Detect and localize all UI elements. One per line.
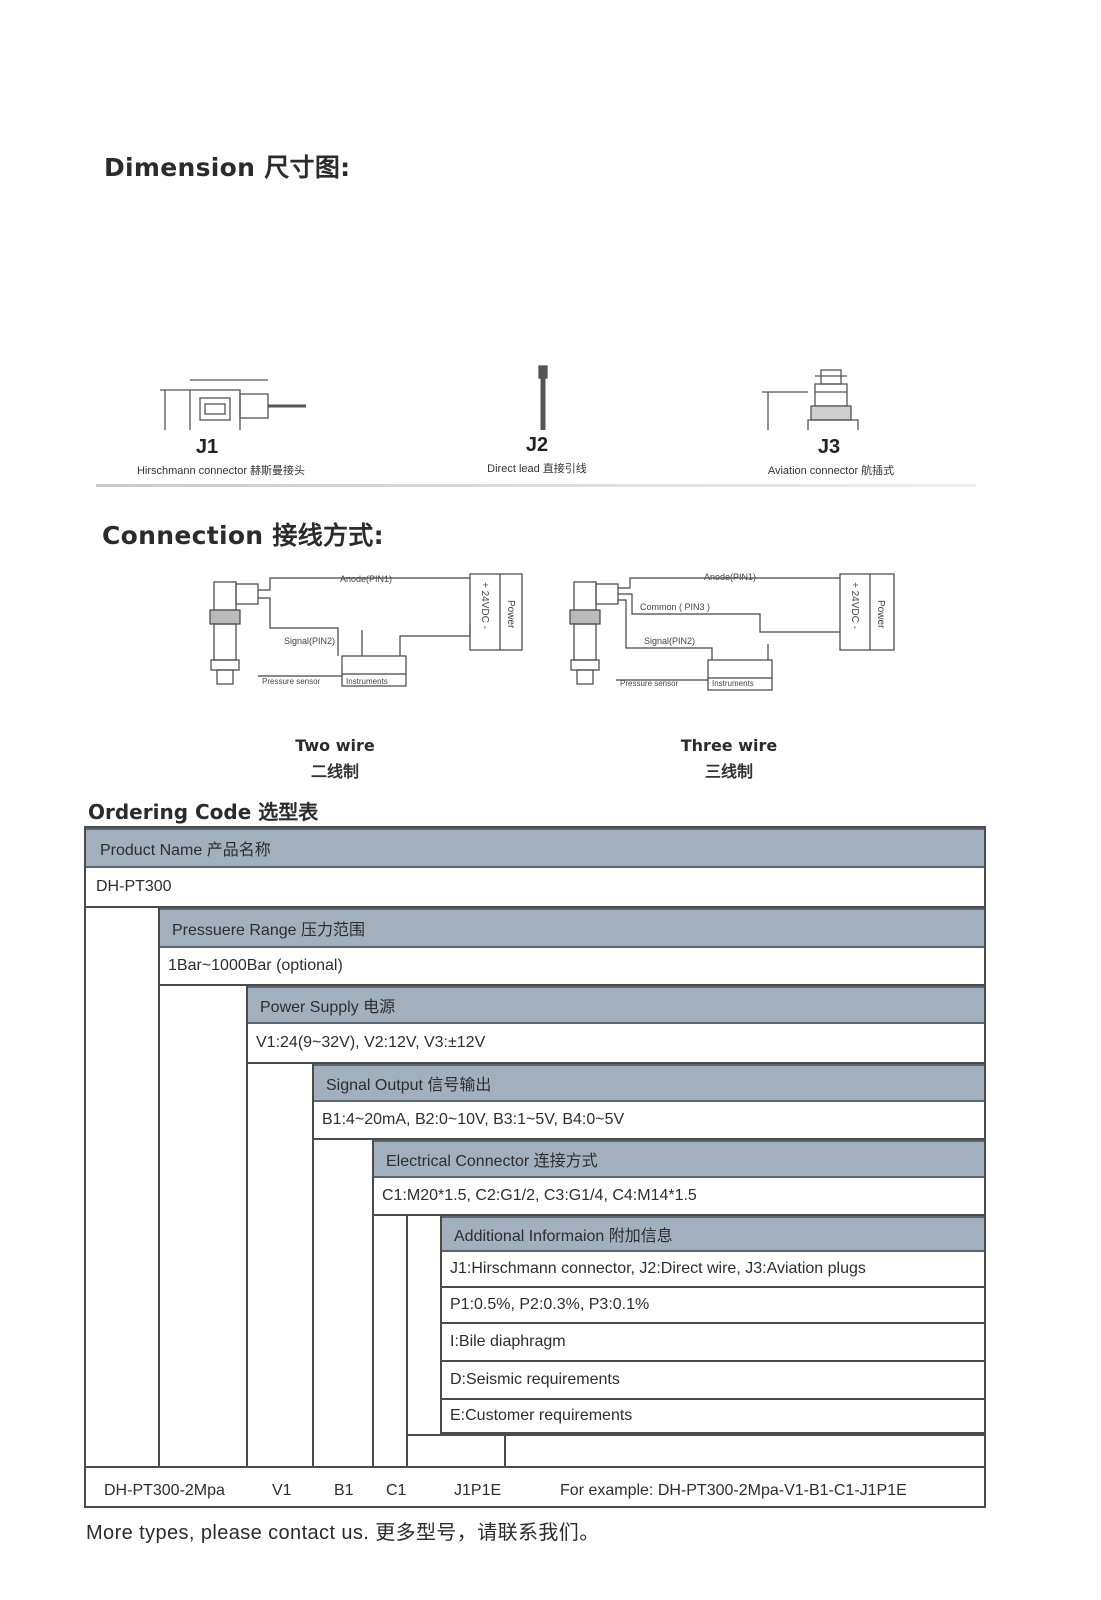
dimension-drawings	[160, 365, 859, 430]
j3-code: J3	[817, 436, 841, 458]
tree-line	[504, 1434, 506, 1468]
section-divider	[96, 484, 976, 487]
additional-item: J1:Hirschmann connector, J2:Direct wire,…	[440, 1252, 984, 1288]
j2-code: J2	[525, 434, 549, 456]
three-wire-anode-label: Anode(PIN1)	[704, 572, 756, 582]
additional-item: I:Bile diaphragm	[440, 1324, 984, 1362]
ordering-title: Ordering Code 选型表	[88, 800, 319, 824]
two-wire-label: Two wire	[295, 736, 375, 755]
three-wire-label: Three wire	[680, 736, 778, 755]
j3-drawing	[762, 369, 859, 430]
power-supply-value: V1:24(9~32V), V2:12V, V3:±12V	[246, 1024, 984, 1064]
example-signal: B1	[334, 1482, 354, 1499]
three-wire-sensor-label: Pressure sensor	[620, 679, 679, 688]
three-wire-diagram	[569, 573, 895, 691]
two-wire-sensor-label: Pressure sensor	[262, 677, 321, 686]
tree-line	[372, 1140, 374, 1468]
ordering-table: Product Name 产品名称 DH-PT300 Pressuere Ran…	[84, 826, 986, 1508]
j2-drawing	[538, 365, 548, 430]
dimension-title: Dimension 尺寸图:	[104, 153, 351, 182]
three-wire-signal-label: Signal(PIN2)	[644, 636, 695, 646]
tree-line	[406, 1216, 408, 1468]
j3-caption: Aviation connector 航插式	[767, 465, 895, 477]
additional-info-header: Additional Informaion 附加信息	[440, 1216, 984, 1252]
example-connector: C1	[386, 1482, 407, 1499]
example-additional: J1P1E	[454, 1482, 502, 1499]
footer-note: More types, please contact us. 更多型号，请联系我…	[86, 1522, 600, 1544]
two-wire-instruments-label: Instruments	[346, 677, 388, 686]
j2-caption: Direct lead 直接引线	[487, 463, 587, 475]
tree-line	[158, 908, 160, 1468]
two-wire-dc-label: + 24VDC -	[479, 582, 490, 629]
three-wire-instruments-label: Instruments	[712, 679, 754, 688]
example-model: DH-PT300-2Mpa	[104, 1482, 225, 1499]
connection-title: Connection 接线方式:	[102, 521, 384, 550]
example-power: V1	[272, 1482, 292, 1499]
pressure-range-header: Pressuere Range 压力范围	[158, 908, 984, 948]
two-wire-anode-label: Anode(PIN1)	[340, 574, 392, 584]
example-full-code: For example: DH-PT300-2Mpa-V1-B1-C1-J1P1…	[560, 1482, 907, 1499]
three-wire-common-label: Common ( PIN3 )	[640, 602, 710, 612]
additional-item: P1:0.5%, P2:0.3%, P3:0.1%	[440, 1288, 984, 1324]
two-wire-power-label: Power	[505, 600, 516, 629]
two-wire-diagram	[209, 573, 523, 687]
tree-line	[440, 1216, 442, 1436]
tree-line	[312, 1064, 314, 1468]
j1-caption: Hirschmann connector 赫斯曼接头	[136, 465, 306, 477]
tree-line	[406, 1434, 984, 1436]
two-wire-cn-label: 二线制	[310, 762, 359, 781]
j1-code: J1	[195, 436, 219, 458]
product-name-header: Product Name 产品名称	[86, 828, 984, 868]
product-name-value: DH-PT300	[86, 868, 984, 908]
three-wire-cn-label: 三线制	[704, 762, 753, 781]
additional-item: D:Seismic requirements	[440, 1362, 984, 1400]
signal-output-header: Signal Output 信号输出	[312, 1064, 984, 1102]
j1-drawing	[160, 379, 306, 430]
three-wire-dc-label: + 24VDC -	[849, 582, 860, 629]
two-wire-signal-label: Signal(PIN2)	[284, 636, 335, 646]
three-wire-power-label: Power	[875, 600, 886, 629]
signal-output-value: B1:4~20mA, B2:0~10V, B3:1~5V, B4:0~5V	[312, 1102, 984, 1140]
electrical-connector-header: Electrical Connector 连接方式	[372, 1140, 984, 1178]
additional-item: E:Customer requirements	[440, 1400, 984, 1434]
example-row-top-border	[86, 1466, 984, 1468]
tree-line	[246, 986, 248, 1468]
connection-diagrams: Anode(PIN1) Signal(PIN2) Pressure sensor…	[209, 572, 895, 691]
power-supply-header: Power Supply 电源	[246, 986, 984, 1024]
pressure-range-value: 1Bar~1000Bar (optional)	[158, 948, 984, 986]
electrical-connector-value: C1:M20*1.5, C2:G1/2, C3:G1/4, C4:M14*1.5	[372, 1178, 984, 1216]
